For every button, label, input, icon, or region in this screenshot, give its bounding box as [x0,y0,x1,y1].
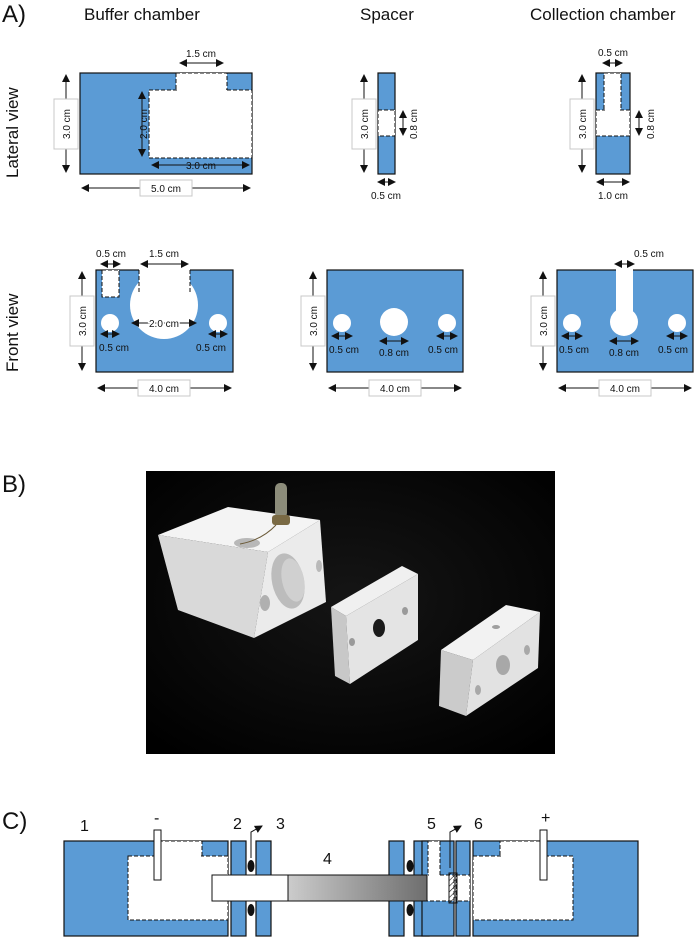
assembly-oring-right-top [406,860,414,872]
spacer-lateral-height-dim: 3.0 cm [360,109,371,139]
photo-collection-chamber [439,605,540,716]
collection-lateral-hole [595,109,631,137]
buffer-front-left-hole-dim: 0.5 cm [99,343,129,354]
collection-lateral-height-dim: 3.0 cm [578,109,589,139]
buffer-lateral-cavity [148,89,253,159]
collection-lateral-view: 0.5 cm 3.0 cm 0.8 cm 1.0 cm [569,48,657,202]
spacer-front-width-dim: 4.0 cm [380,384,410,395]
collection-lateral-slot [603,72,622,111]
collection-front-center-hole [610,308,638,336]
buffer-front-width-dim: 4.0 cm [149,384,179,395]
buffer-front-height-dim: 3.0 cm [78,306,89,336]
column-title-spacer: Spacer [360,5,414,24]
assembly-electrode-negative [153,829,162,881]
spacer-front-view: 3.0 cm 0.5 cm 0.8 cm 0.5 cm 4.0 cm [300,269,464,397]
spacer-front-left-hole-dim: 0.5 cm [329,345,359,356]
spacer-front-height-dim: 3.0 cm [309,306,320,336]
electrode-connector [275,483,287,518]
collection-front-height-dim: 3.0 cm [539,306,550,336]
buffer-lateral-view: 1.5 cm 3.0 cm 2.0 cm 3.0 cm 5.0 cm [53,49,253,197]
assembly-buffer-cavity-right [472,855,574,921]
buffer-lateral-top-slot [175,72,228,91]
spacer-front-right-hole [438,314,456,332]
assembly-label-1: 1 [80,818,89,835]
spacer-front-center-hole-dim: 0.8 cm [379,348,409,359]
row-label-lateral: Lateral view [3,87,22,178]
column-title-collection: Collection chamber [530,5,676,24]
buffer-front-opening-dim: 1.5 cm [149,249,179,260]
collection-front-width-dim: 4.0 cm [610,384,640,395]
spacer-front-center-hole [380,308,408,336]
assembly-oring-right-bottom [406,904,414,916]
panel-label-a: A) [2,1,26,28]
assembly-label-plus: + [541,810,550,827]
column-title-buffer: Buffer chamber [84,5,200,24]
assembly-membrane [448,872,458,904]
collection-front-left-hole-dim: 0.5 cm [559,345,589,356]
collection-front-right-hole [668,314,686,332]
assembly-label-3: 3 [276,816,285,833]
buffer-lateral-inner-height-dim: 2.0 cm [139,109,150,139]
device-photo [146,471,555,754]
spacer-front-right-hole-dim: 0.5 cm [428,345,458,356]
assembly-label-4: 4 [323,851,332,868]
collection-front-right-hole-dim: 0.5 cm [658,345,688,356]
buffer-front-left-hole [101,314,119,332]
collection-lateral-width-dim: 1.0 cm [598,191,628,202]
buffer-lateral-inner-width-dim: 3.0 cm [186,161,216,172]
assembly-label-6: 6 [474,816,483,833]
collection-front-center-hole-dim: 0.8 cm [609,348,639,359]
assembly-electrode-positive [539,829,548,881]
spacer-lateral-view: 3.0 cm 0.8 cm 0.5 cm [351,72,420,202]
buffer-front-slot-dim: 0.5 cm [96,249,126,260]
assembly-label-minus: - [154,810,159,827]
panel-label-b: B) [2,471,26,498]
buffer-lateral-width-dim: 5.0 cm [151,184,181,195]
panel-label-c: C) [2,808,27,835]
spacer-lateral-width-dim: 0.5 cm [371,191,401,202]
buffer-front-right-hole [209,314,227,332]
collection-front-slot [616,269,633,313]
row-label-front: Front view [3,293,22,372]
buffer-front-slot [101,269,120,298]
assembly-oring-left-top [247,860,255,872]
spacer-front-left-hole [333,314,351,332]
collection-front-left-hole [563,314,581,332]
pointer-arrow-3 [250,825,263,858]
buffer-lateral-height-dim: 3.0 cm [62,109,73,139]
assembly-diagram: 1 - 2 3 4 5 6 + [63,810,639,937]
pointer-arrow-6 [449,825,462,868]
spacer-lateral-hole-dim: 0.8 cm [409,109,420,139]
collection-lateral-hole-dim: 0.8 cm [646,109,657,139]
assembly-label-5: 5 [427,816,436,833]
buffer-front-right-hole-dim: 0.5 cm [196,343,226,354]
buffer-front-view: 0.5 cm 1.5 cm 3.0 cm 2.0 cm 0.5 cm 0.5 c… [69,249,234,397]
collection-lateral-slot-dim: 0.5 cm [598,48,628,59]
spacer-lateral-hole [377,109,396,137]
photo-spacer [331,566,418,684]
buffer-front-circle-dim: 2.0 cm [149,319,179,330]
buffer-lateral-top-dim: 1.5 cm [186,49,216,60]
collection-front-view: 0.5 cm 3.0 cm 0.5 cm 0.8 cm 0.5 cm 4.0 c… [530,249,694,397]
assembly-label-2: 2 [233,816,242,833]
photo-buffer-chamber [158,483,326,638]
collection-front-slot-dim: 0.5 cm [634,249,664,260]
assembly-oring-left-bottom [247,904,255,916]
